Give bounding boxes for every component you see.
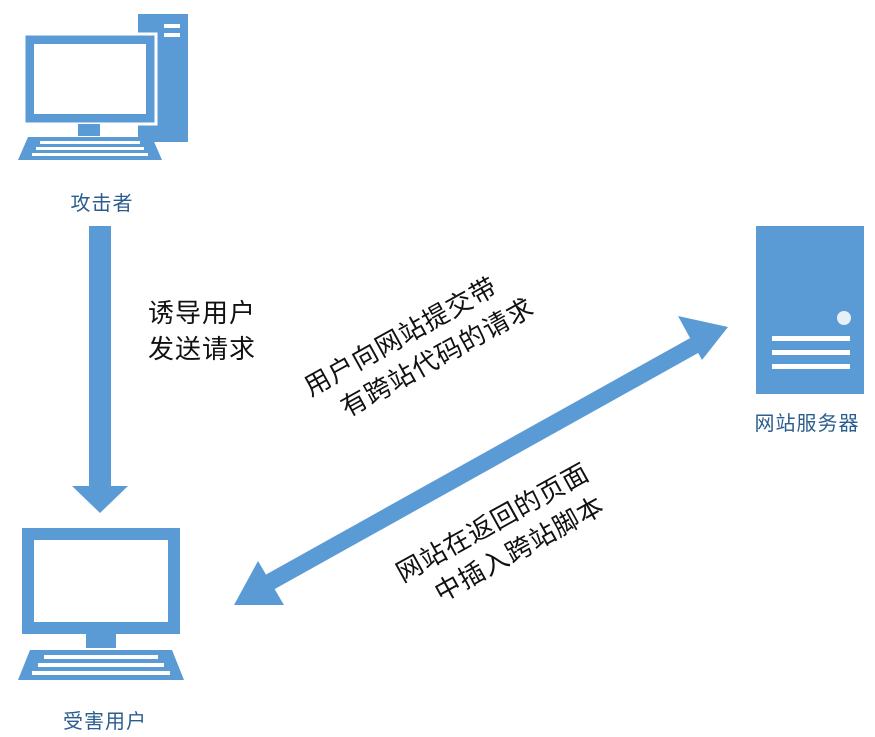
- arrow-down-icon: [72, 226, 128, 513]
- server-label: 网站服务器: [754, 411, 860, 435]
- attacker-label: 攻击者: [70, 191, 134, 215]
- double-arrow-icon: [234, 316, 728, 605]
- lure-line-2: 发送请求: [148, 335, 257, 365]
- victim-label: 受害用户: [63, 709, 147, 733]
- server-icon: [756, 226, 864, 394]
- monitor-icon: [18, 528, 184, 680]
- lure-line-1: 诱导用户: [148, 299, 257, 329]
- desktop-computer-icon: [18, 14, 188, 160]
- lure-edge-label: 诱导用户 发送请求: [148, 296, 256, 368]
